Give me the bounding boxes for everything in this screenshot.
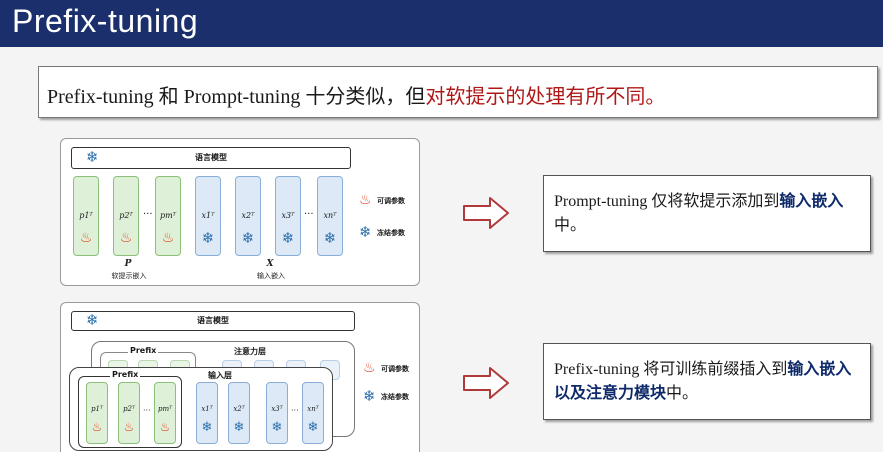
intro-text-part1: Prefix-tuning 和 Prompt-tuning 十分类似，但: [47, 86, 426, 108]
legend-trainable: 可调参数: [381, 365, 409, 373]
prefix-tuning-explanation-text: Prefix-tuning 将可训练前缀插入到输入嵌入以及注意力模块中。: [554, 358, 862, 406]
snowflake-icon: ❄: [363, 387, 376, 405]
fire-icon: ♨: [159, 420, 171, 434]
prefix-tuning-explanation: Prefix-tuning 将可训练前缀插入到输入嵌入以及注意力模块中。: [543, 343, 871, 420]
input-embedding-column: x3ᵀ ❄: [275, 176, 301, 256]
intro-text-highlight: 对软提示的处理有所不同。: [425, 86, 666, 108]
input-layer-card: Prefix 输入层 p1ᵀ ♨ p2ᵀ ♨ ··· pmᵀ ♨ x1ᵀ ❄ x…: [69, 367, 333, 451]
attention-prefix-label: Prefix: [128, 346, 159, 355]
x-variable: X: [266, 259, 274, 269]
fire-icon: ♨: [91, 420, 103, 434]
snowflake-icon: ❄: [201, 420, 213, 435]
intro-text: Prefix-tuning 和 Prompt-tuning 十分类似，但对软提示…: [47, 80, 665, 109]
prefix-explanation-highlight: 输入嵌入以及注意力模块: [554, 361, 852, 402]
intro-box: Prefix-tuning 和 Prompt-tuning 十分类似，但对软提示…: [38, 66, 878, 118]
prefix-ellipsis: ···: [143, 406, 151, 415]
prefix-embedding-column: pmᵀ ♨: [154, 382, 176, 444]
input-symbol: xnᵀ: [307, 405, 319, 413]
fire-icon: ♨: [119, 230, 133, 246]
fire-icon: ♨: [359, 192, 372, 208]
input-embedding-column: xnᵀ ❄: [302, 382, 324, 444]
prompt-explanation-part1: Prompt-tuning 仅将软提示添加到: [554, 193, 780, 210]
prompt-symbol: p1ᵀ: [91, 405, 103, 413]
snowflake-icon: ❄: [281, 229, 295, 247]
arrow-right-outline-icon: [463, 197, 509, 229]
snowflake-icon: ❄: [307, 420, 319, 435]
prompt-explanation-part3: 中。: [554, 217, 587, 234]
language-model-label: 语言模型: [197, 316, 229, 325]
prompt-symbol: p2ᵀ: [119, 211, 133, 220]
input-prefix-label: Prefix: [110, 370, 141, 379]
input-ellipsis: ···: [304, 209, 314, 220]
snowflake-icon: ❄: [323, 229, 337, 247]
input-embedding-column: xnᵀ ❄: [317, 176, 343, 256]
prefix-embedding-column: p2ᵀ ♨: [118, 382, 140, 444]
title-bar: Prefix-tuning: [0, 0, 883, 47]
prompt-symbol: p1ᵀ: [79, 211, 93, 220]
arrow-right-outline-icon: [463, 367, 509, 399]
snowflake-icon: ❄: [233, 420, 245, 435]
input-embedding-column: x2ᵀ ❄: [228, 382, 250, 444]
prefix-tuning-diagram: ❄ 语言模型 Prefix 注意力层 Prefix 输入层 p1ᵀ ♨ p2ᵀ …: [60, 302, 420, 452]
prefix-explanation-part1: Prefix-tuning 将可训练前缀插入到: [554, 361, 788, 378]
prompt-embedding-column: pmᵀ ♨: [155, 176, 181, 256]
prompt-embedding-column: p1ᵀ ♨: [73, 176, 99, 256]
prefix-embedding-column: p1ᵀ ♨: [86, 382, 108, 444]
snowflake-icon: ❄: [271, 420, 283, 435]
p-caption: 软提示嵌入: [111, 272, 147, 280]
input-symbol: x1ᵀ: [201, 211, 215, 220]
language-model-label: 语言模型: [195, 153, 227, 162]
prompt-ellipsis: ···: [143, 209, 153, 220]
snowflake-icon: ❄: [241, 229, 255, 247]
input-symbol: x1ᵀ: [201, 405, 213, 413]
input-embedding-column: x1ᵀ ❄: [195, 176, 221, 256]
prompt-symbol: p2ᵀ: [123, 405, 135, 413]
input-symbol: x2ᵀ: [233, 405, 245, 413]
legend-frozen: 冻结参数: [377, 229, 405, 237]
snowflake-icon: ❄: [359, 223, 372, 241]
x-caption: 输入嵌入: [257, 272, 285, 280]
language-model-bar: ❄ 语言模型: [71, 311, 355, 331]
snowflake-icon: ❄: [86, 311, 99, 329]
input-layer-label: 输入层: [206, 370, 234, 381]
prefix-explanation-part3: 中。: [666, 385, 699, 402]
input-symbol: x2ᵀ: [241, 211, 255, 220]
prompt-symbol: pmᵀ: [159, 211, 177, 220]
input-symbol: x3ᵀ: [281, 211, 295, 220]
prompt-explanation-highlight: 输入嵌入: [779, 193, 844, 210]
prompt-tuning-explanation-text: Prompt-tuning 仅将软提示添加到输入嵌入中。: [554, 190, 862, 238]
legend-trainable: 可调参数: [377, 197, 405, 205]
language-model-bar: ❄ 语言模型: [71, 147, 351, 169]
slide-title: Prefix-tuning: [12, 3, 199, 39]
p-variable: P: [124, 259, 132, 269]
prompt-symbol: pmᵀ: [157, 405, 173, 413]
input-ellipsis: ···: [291, 406, 299, 415]
prompt-tuning-diagram: ❄ 语言模型 p1ᵀ ♨ p2ᵀ ♨ ··· pmᵀ ♨ x1ᵀ ❄ x2ᵀ ❄…: [60, 138, 420, 286]
fire-icon: ♨: [123, 420, 135, 434]
input-embedding-column: x3ᵀ ❄: [266, 382, 288, 444]
attention-layer-label: 注意力层: [232, 346, 268, 357]
snowflake-icon: ❄: [86, 148, 99, 166]
input-symbol: x3ᵀ: [271, 405, 283, 413]
legend-frozen: 冻结参数: [381, 393, 409, 401]
input-embedding-column: x1ᵀ ❄: [196, 382, 218, 444]
fire-icon: ♨: [79, 230, 93, 246]
fire-icon: ♨: [363, 360, 376, 376]
fire-icon: ♨: [161, 230, 175, 246]
prompt-tuning-explanation: Prompt-tuning 仅将软提示添加到输入嵌入中。: [543, 175, 871, 252]
input-symbol: xnᵀ: [323, 211, 337, 220]
prompt-embedding-column: p2ᵀ ♨: [113, 176, 139, 256]
snowflake-icon: ❄: [201, 229, 215, 247]
input-embedding-column: x2ᵀ ❄: [235, 176, 261, 256]
